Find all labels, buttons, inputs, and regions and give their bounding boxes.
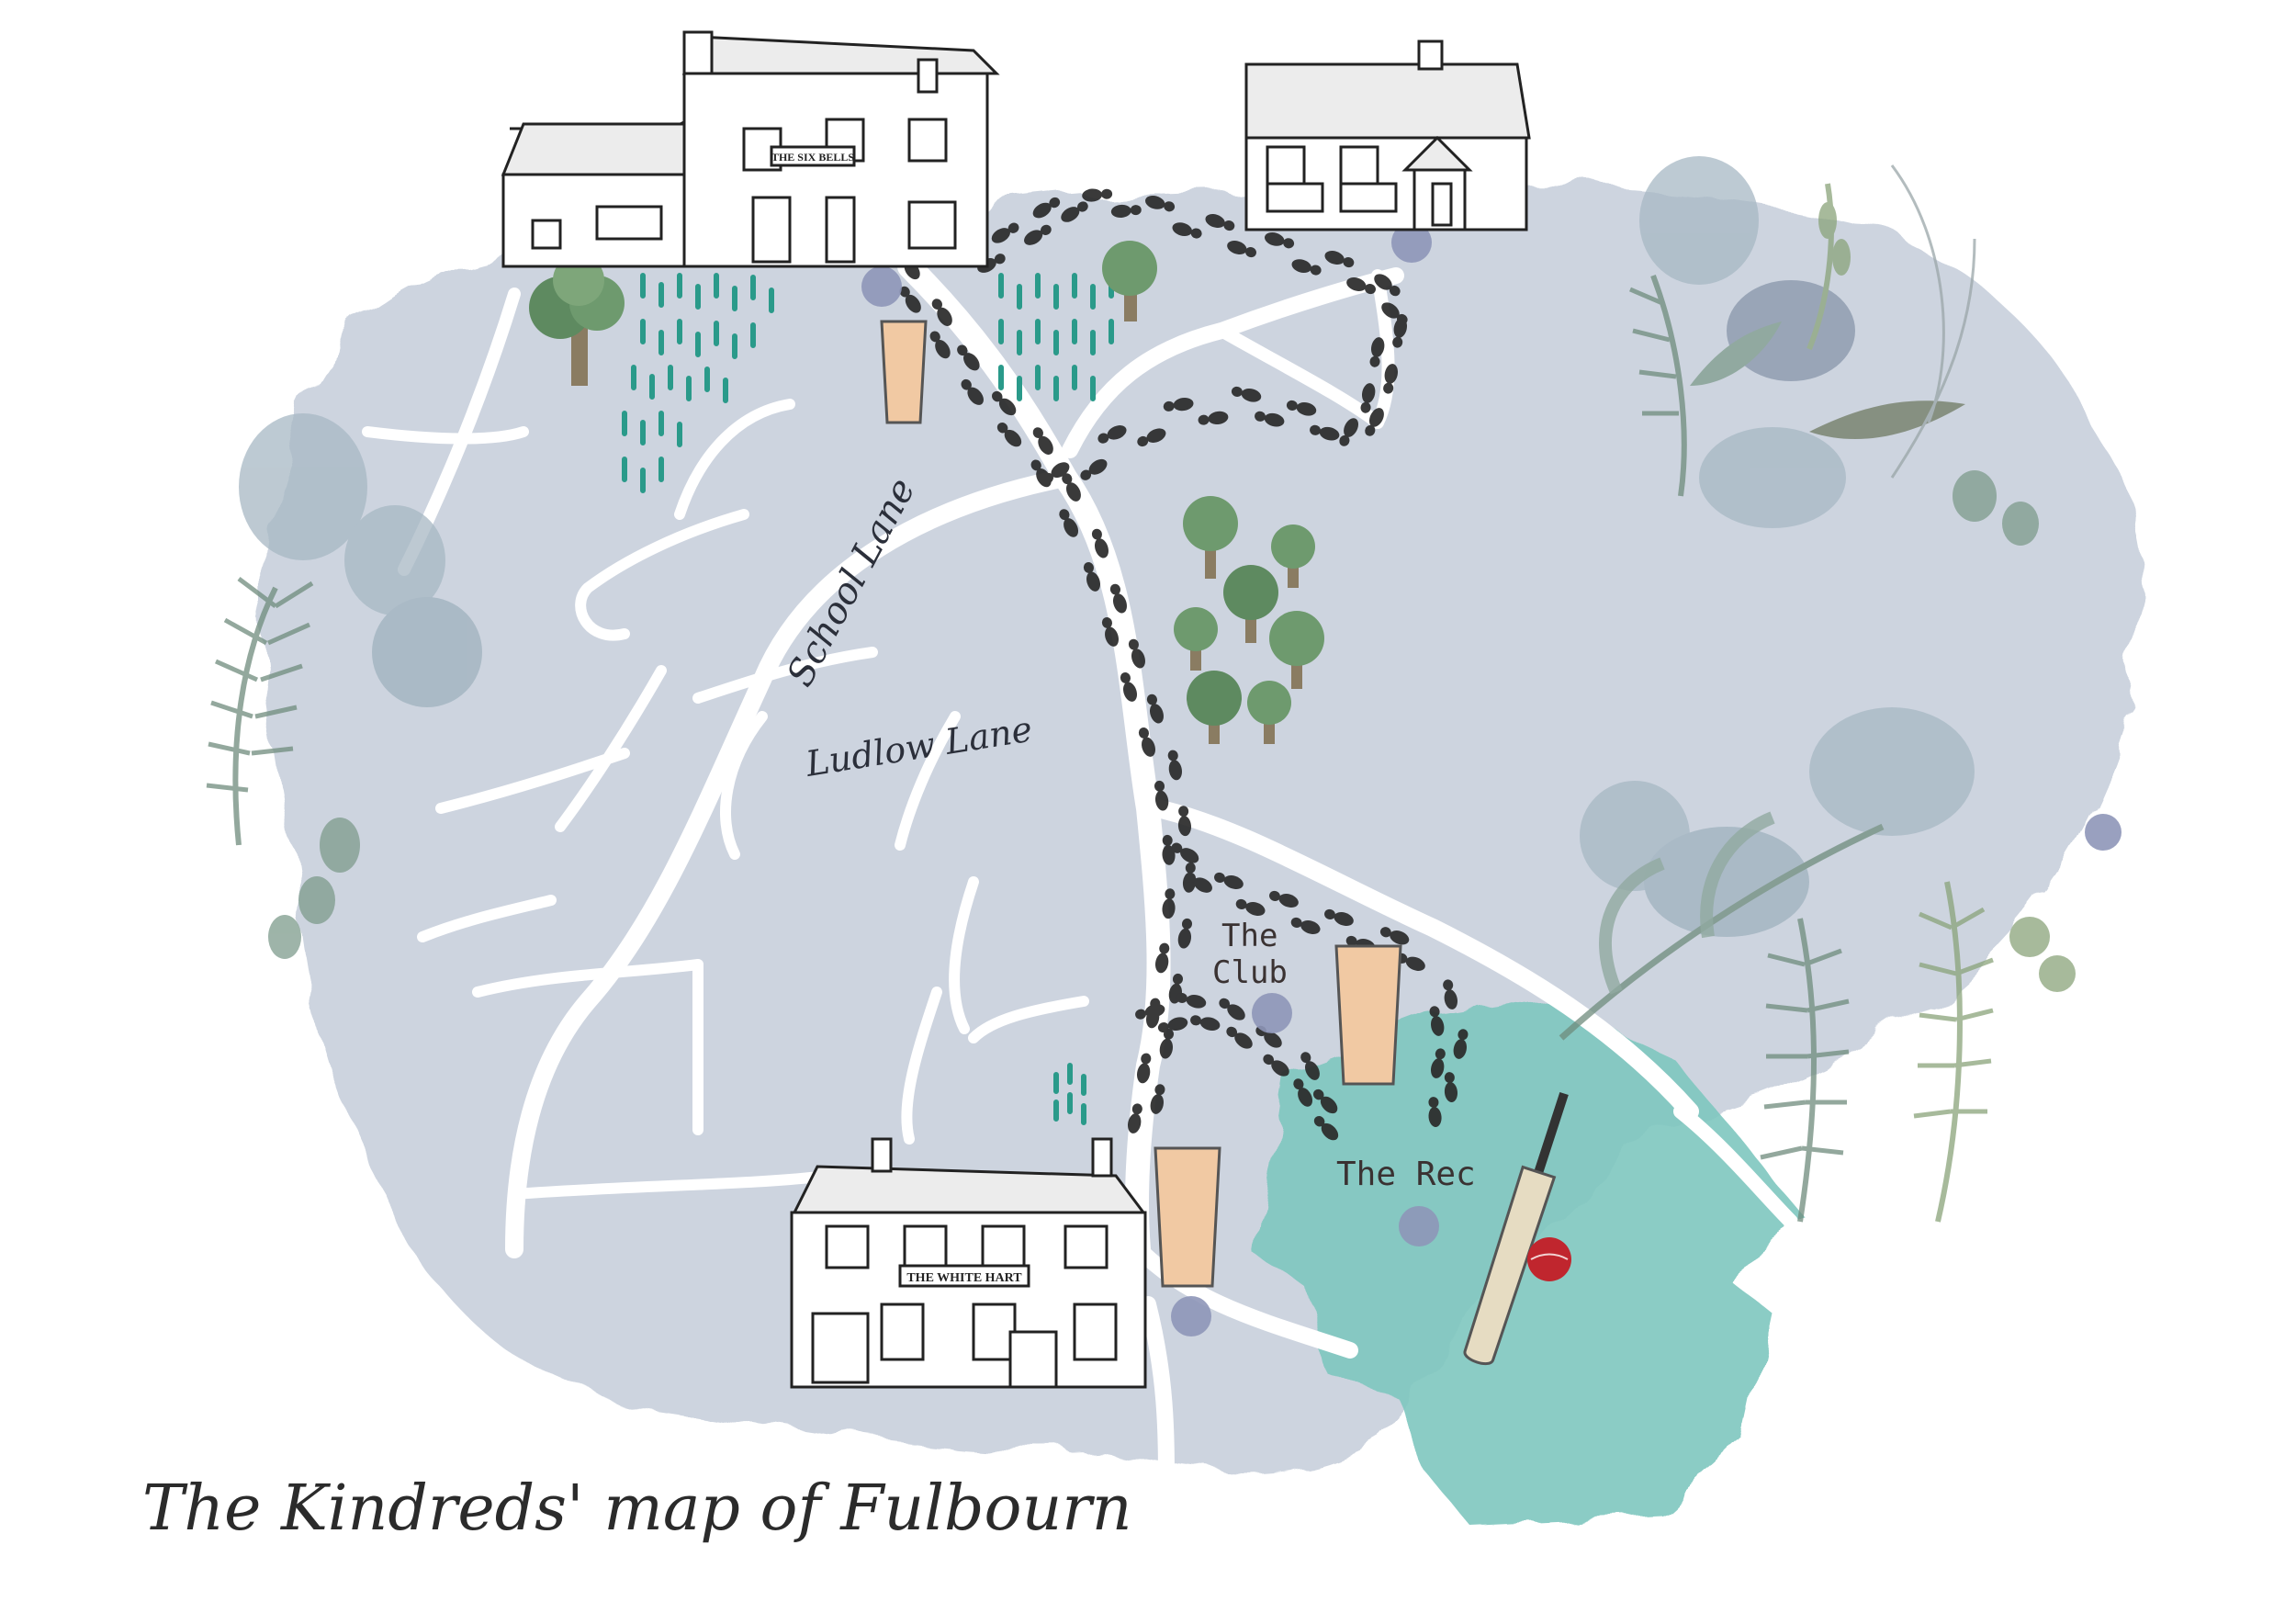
location-dot-icon: [1252, 993, 1292, 1033]
tree-cluster: [1174, 496, 1324, 744]
place-label-the-club: The Club: [1212, 918, 1297, 991]
building-cottage: [1244, 39, 1531, 231]
white-hart-sign: THE WHITE HART: [906, 1271, 1022, 1285]
location-dot-icon: [861, 266, 902, 307]
grass-patch-central: [998, 273, 1114, 401]
map-title: The Kindreds' map of Fulbourn: [142, 1472, 1132, 1545]
location-dot-icon: [1171, 1296, 1211, 1336]
roads: [362, 254, 1798, 1496]
pint-glass-icon: [880, 320, 928, 424]
location-dot-icon: [2085, 814, 2122, 851]
pint-glass-icon: [1334, 944, 1402, 1086]
foliage-bottom-right: [1559, 707, 2076, 1223]
foliage-left: [206, 413, 482, 959]
location-dots: [861, 222, 2122, 1336]
foliage-top-right: [1629, 156, 2039, 546]
cricket-ball-icon: [1527, 1237, 1571, 1281]
location-dot-icon: [1391, 222, 1432, 263]
pint-glass-icon: [1154, 1146, 1221, 1288]
grass-patch-south: [1053, 1063, 1086, 1125]
grass-patch-west: [622, 273, 774, 493]
cricket-bat-icon: [1463, 1091, 1569, 1366]
building-white-hart: THE WHITE HART: [790, 1137, 1147, 1389]
building-six-bells: THE SIX BELLS: [501, 30, 1000, 268]
six-bells-sign: THE SIX BELLS: [771, 151, 854, 164]
location-dot-icon: [1399, 1206, 1439, 1246]
tree-icon: [1102, 241, 1157, 321]
place-label-the-rec: The Rec: [1336, 1156, 1476, 1193]
